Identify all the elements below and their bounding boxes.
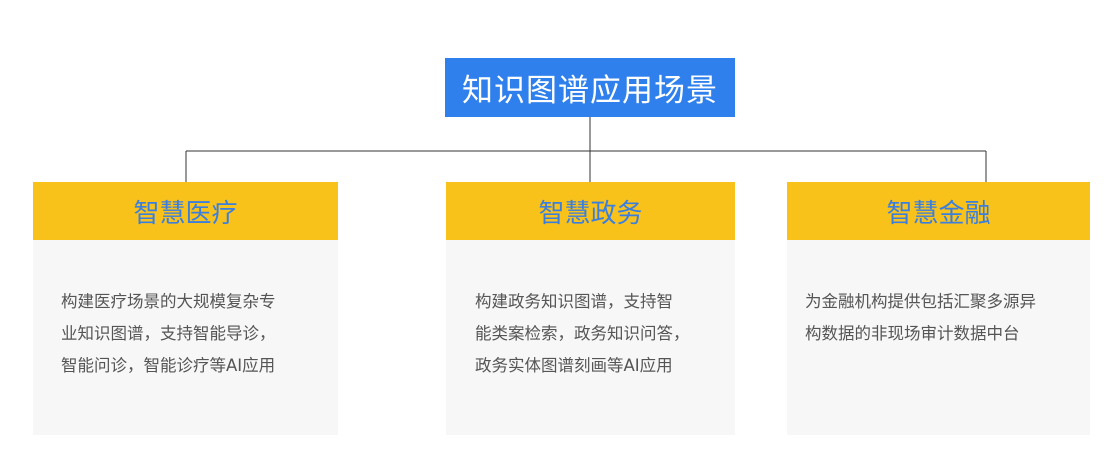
- branch-finance-line: 为金融机构提供包括汇聚多源异: [805, 292, 1036, 311]
- branch-medical-header: 智慧医疗: [33, 182, 338, 240]
- branch-medical-line: 业知识图谱，支持智能导诊，: [61, 324, 276, 343]
- branch-medical-title: 智慧医疗: [133, 198, 238, 229]
- branch-medical-line: 智能问诊，智能诊疗等AI应用: [61, 356, 276, 375]
- branch-government-body: 构建政务知识图谱，支持智 能类案检索，政务知识问答， 政务实体图谱刻画等AI应用: [446, 240, 735, 435]
- branch-medical-line: 构建医疗场景的大规模复杂专: [61, 292, 276, 311]
- branch-government-line: 构建政务知识图谱，支持智: [475, 292, 673, 311]
- branch-finance-line: 构数据的非现场审计数据中台: [805, 324, 1020, 343]
- root-node: 知识图谱应用场景: [445, 58, 735, 117]
- branch-finance-header: 智慧金融: [787, 182, 1090, 240]
- branch-finance-body: 为金融机构提供包括汇聚多源异 构数据的非现场审计数据中台: [787, 240, 1090, 435]
- branch-finance-title: 智慧金融: [886, 198, 991, 229]
- branch-government-header: 智慧政务: [446, 182, 735, 240]
- branch-government-line: 政务实体图谱刻画等AI应用: [475, 356, 673, 375]
- branch-government-line: 能类案检索，政务知识问答，: [475, 324, 690, 343]
- branch-government-title: 智慧政务: [538, 198, 643, 229]
- branch-medical-body: 构建医疗场景的大规模复杂专 业知识图谱，支持智能导诊， 智能问诊，智能诊疗等AI…: [33, 240, 338, 435]
- root-title: 知识图谱应用场景: [462, 73, 718, 109]
